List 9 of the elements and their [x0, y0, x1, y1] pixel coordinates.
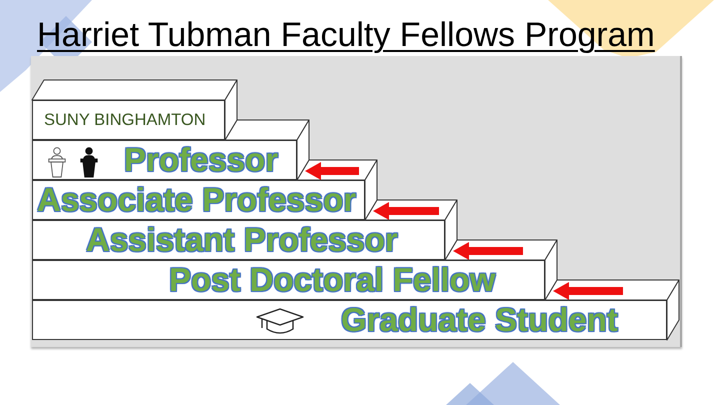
step-label: SUNY BINGHAMTON [44, 110, 206, 130]
step-label: Professor [124, 141, 278, 179]
arrow [453, 242, 523, 260]
step-label: Assistant Professor [86, 221, 398, 259]
arrow [553, 282, 623, 300]
step-label: Associate Professor [37, 181, 356, 219]
title: Harriet Tubman Faculty Fellows Program [37, 15, 655, 55]
step-label: Graduate Student [341, 301, 618, 339]
step-label: Post Doctoral Fellow [169, 261, 496, 299]
